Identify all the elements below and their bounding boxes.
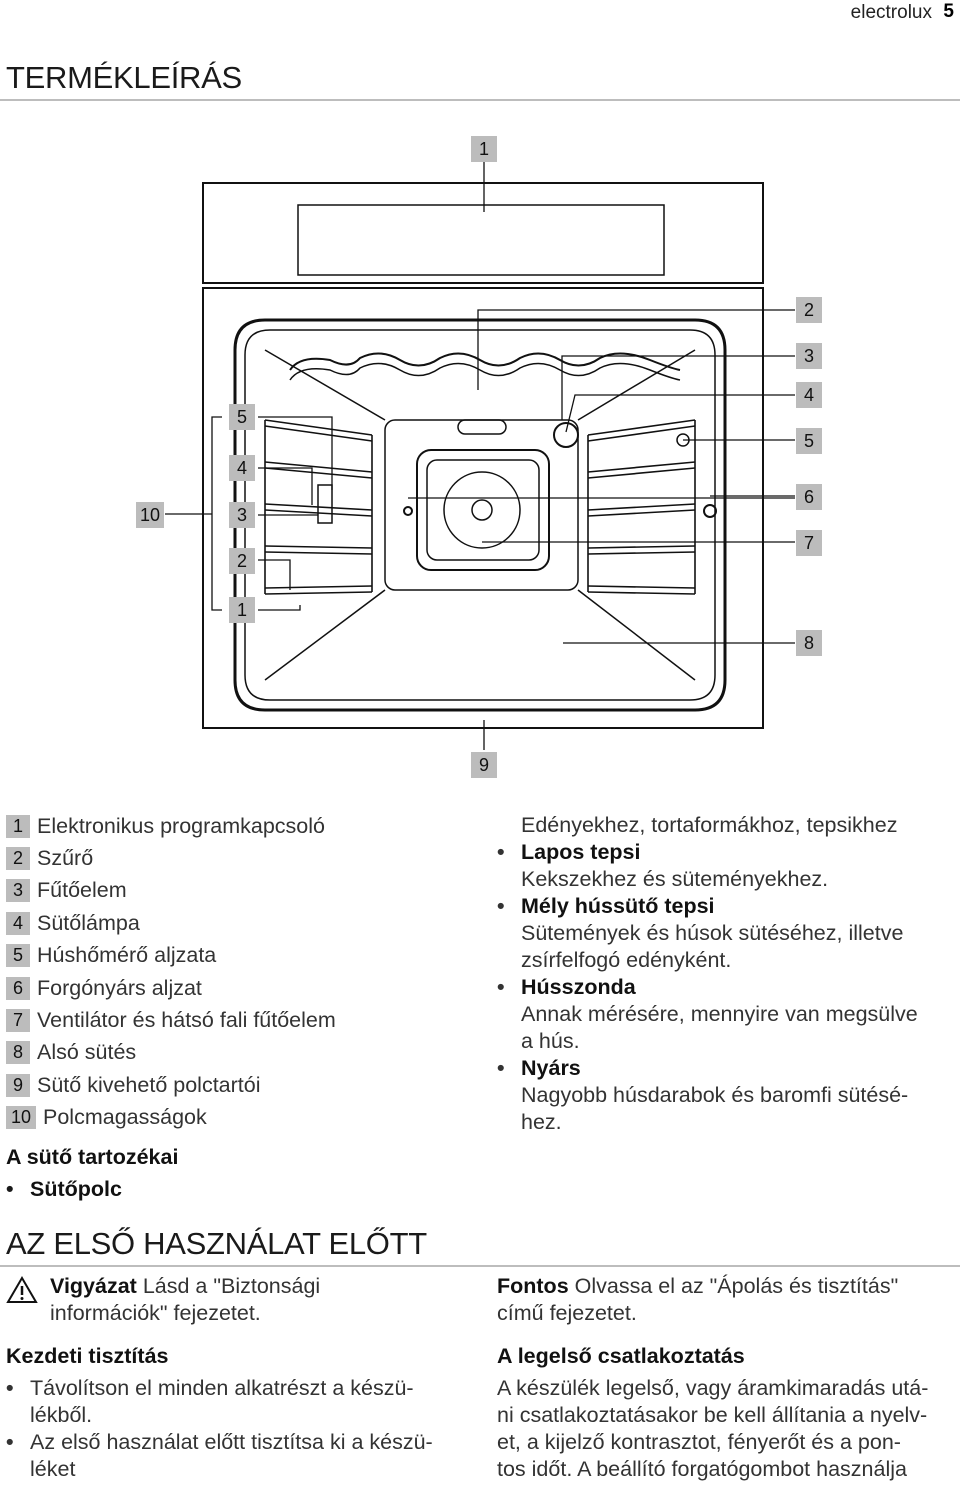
- warning-icon: [6, 1276, 38, 1303]
- accessories-continued: Edényekhez, tortaformákhoz, tepsikhez •L…: [497, 812, 957, 1136]
- section-title-before-first-use: AZ ELSŐ HASZNÁLAT ELŐTT: [6, 1226, 427, 1261]
- first-connection-heading: A legelső csatlakoztatás: [497, 1344, 745, 1368]
- oven-lamp: [553, 422, 579, 448]
- first-connection-text: A készülék legelső, vagy áramkimaradás u…: [497, 1376, 929, 1481]
- accessories-heading: A sütő tartozékai: [6, 1145, 179, 1169]
- oven-diagram: [165, 160, 795, 750]
- rotisserie-socket: [703, 504, 717, 518]
- callout-level-3: 3: [229, 502, 255, 528]
- callout-1: 1: [471, 136, 497, 162]
- shelf-description: Edényekhez, tortaformákhoz, tepsikhez: [521, 813, 898, 837]
- accessory-item: •Hússzonda: [497, 975, 636, 999]
- right-shelf-supports: [587, 419, 696, 595]
- section-title-product-description: TERMÉKLEÍRÁS: [6, 60, 242, 95]
- display-window: [297, 204, 665, 276]
- warning-label: Vigyázat: [50, 1274, 137, 1298]
- initial-cleaning-heading: Kezdeti tisztítás: [6, 1344, 169, 1368]
- callout-level-1: 1: [229, 597, 255, 623]
- oven-cavity-outline: [233, 318, 727, 712]
- callout-10: 10: [136, 502, 164, 528]
- meat-probe-socket: [403, 506, 413, 516]
- section-divider: [0, 1265, 960, 1267]
- callout-level-5: 5: [229, 404, 255, 430]
- accessory-item: •Lapos tepsi: [497, 840, 641, 864]
- callout-8: 8: [796, 630, 822, 656]
- callout-6: 6: [796, 484, 822, 510]
- accessory-item-shelf: •Sütőpolc: [6, 1177, 122, 1201]
- page-number: 5: [943, 1, 954, 22]
- cleaning-list: •Távolítson el minden alkatrészt a készü…: [6, 1375, 476, 1483]
- important-label: Fontos: [497, 1274, 569, 1298]
- accessory-item: •Mély hússütő tepsi: [497, 894, 715, 918]
- section-divider: [0, 99, 960, 101]
- leader-lines: [165, 160, 795, 750]
- top-heating-element: [289, 352, 681, 371]
- oven-body-outline: [202, 287, 764, 729]
- callout-7: 7: [796, 530, 822, 556]
- grease-filter: [457, 419, 507, 435]
- callout-4: 4: [796, 382, 822, 408]
- important-note: Fontos Olvassa el az "Ápolás és tisztítá…: [497, 1274, 899, 1325]
- control-panel-outline: [202, 182, 764, 284]
- list-item: •Az első használat előtt tisztítsa ki a …: [6, 1430, 433, 1454]
- callout-9: 9: [471, 752, 497, 778]
- callout-level-2: 2: [229, 548, 255, 574]
- fan-cover: [416, 449, 550, 571]
- callout-5: 5: [796, 428, 822, 454]
- brand-name: electrolux: [850, 2, 932, 23]
- fan: [443, 471, 521, 549]
- callout-2: 2: [796, 297, 822, 323]
- warning-note: Vigyázat Lásd a "Biztonsági információk"…: [50, 1274, 321, 1325]
- list-item: •Távolítson el minden alkatrészt a készü…: [6, 1376, 414, 1400]
- callout-level-4: 4: [229, 455, 255, 481]
- callout-3: 3: [796, 343, 822, 369]
- accessory-item: •Nyárs: [497, 1056, 581, 1080]
